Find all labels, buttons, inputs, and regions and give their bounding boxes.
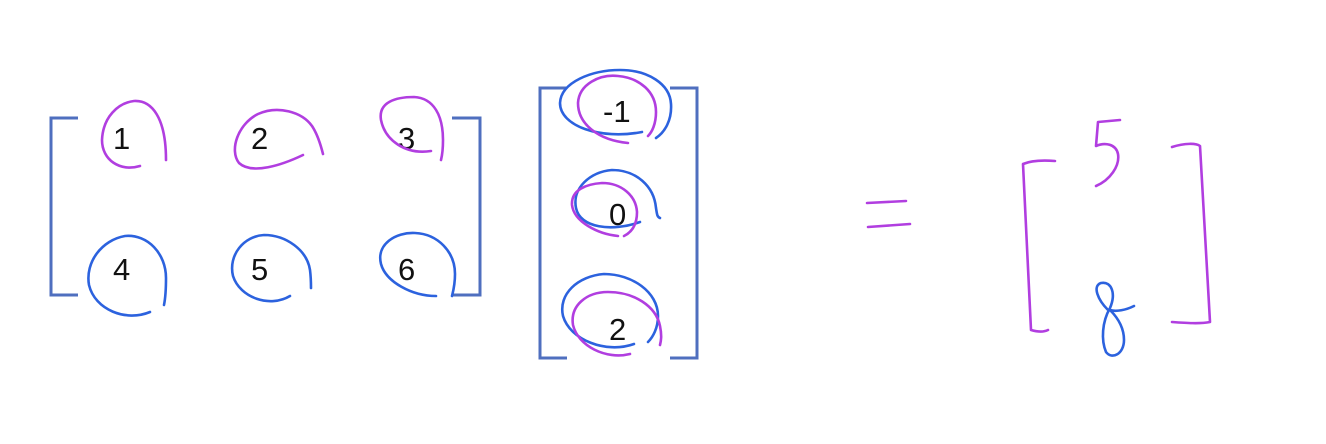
matrix-entry-r1c1: 1 [113,121,130,156]
matrix-right-bracket [452,116,482,297]
result-entry-1-handwritten [1094,118,1122,188]
purple-circle-r1c1 [100,99,168,169]
matrix-entry-r2c3: 6 [398,252,415,287]
matrix-entry-r2c2: 5 [251,252,268,287]
matrix-entry-r1c2: 2 [251,121,268,156]
vector-entry-1: -1 [603,94,631,129]
equals-sign [865,199,912,229]
purple-circle-v3 [571,290,663,357]
blue-circle-r2c3 [378,231,457,298]
purple-circle-r1c3 [379,95,445,162]
result-left-bracket [1021,159,1057,333]
blue-circle-r2c2 [230,233,313,303]
purple-circle-v1 [576,74,658,145]
blue-circle-r2c1 [87,234,168,317]
blue-circle-v2 [574,168,662,229]
matrix-left-bracket [49,116,78,297]
matrix-entry-r2c1: 4 [113,252,130,287]
result-right-bracket [1170,142,1212,325]
vector-entry-2: 0 [609,197,626,232]
vector-left-bracket [538,86,567,360]
vector-entry-3: 2 [609,312,626,347]
purple-circle-v2 [570,181,639,238]
blue-circle-v1 [558,68,673,140]
purple-circle-r1c2 [233,108,325,170]
vector-right-bracket [670,86,699,360]
result-entry-2-handwritten [1095,281,1136,357]
